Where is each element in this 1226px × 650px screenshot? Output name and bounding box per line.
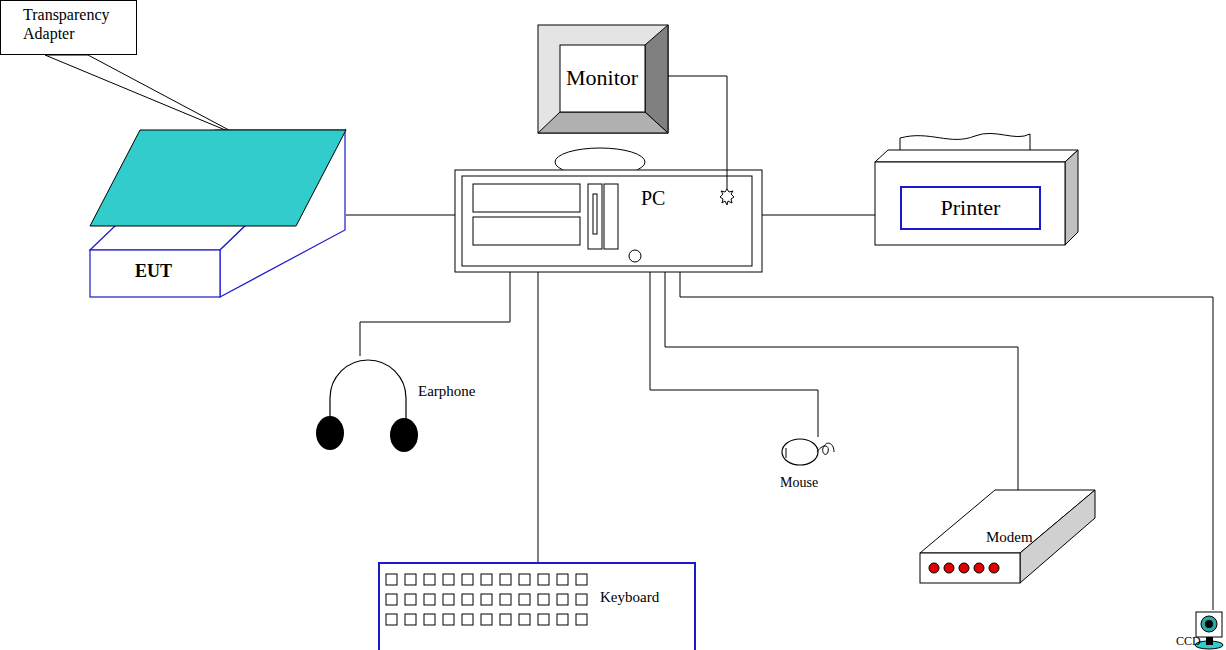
mouse-body — [782, 439, 818, 465]
power-button — [629, 250, 641, 262]
key — [405, 614, 416, 625]
pc-case — [455, 170, 762, 272]
key — [462, 574, 473, 585]
node-label: Transparency Adapter — [23, 5, 133, 43]
mouse-cord — [817, 443, 834, 454]
drive-slot — [588, 184, 602, 249]
key — [557, 614, 568, 625]
key — [424, 574, 435, 585]
modem-led — [929, 563, 939, 573]
key — [538, 574, 549, 585]
connector-line — [680, 272, 1213, 610]
key — [424, 614, 435, 625]
modem-led — [959, 563, 969, 573]
monitor-frame — [538, 25, 668, 133]
node-label: EUT — [135, 261, 172, 283]
pc-box: PC — [455, 170, 762, 272]
key — [557, 574, 568, 585]
ear-cup — [316, 416, 344, 450]
ccd-camera: CCD — [1176, 610, 1224, 650]
video-port — [720, 189, 734, 205]
node-label: Earphone — [418, 382, 475, 400]
modem-led — [944, 563, 954, 573]
node-label: Printer — [900, 186, 1041, 230]
ear-cup — [390, 418, 418, 452]
transparency-plate — [90, 130, 346, 226]
drive-slot — [604, 184, 618, 249]
pc-front — [462, 176, 752, 266]
key — [576, 574, 587, 585]
key — [481, 594, 492, 605]
key — [481, 574, 492, 585]
drive-bay — [473, 217, 580, 245]
key — [519, 574, 530, 585]
wire — [727, 170, 728, 189]
key — [500, 614, 511, 625]
drive-bay — [473, 184, 580, 212]
key — [443, 594, 454, 605]
key — [443, 574, 454, 585]
printer-side — [1065, 150, 1078, 245]
connector-line — [762, 215, 875, 216]
connector-line — [538, 272, 539, 562]
monitor: Monitor — [538, 25, 668, 133]
key — [405, 574, 416, 585]
key — [462, 594, 473, 605]
key — [538, 594, 549, 605]
connector-line — [346, 215, 455, 216]
key — [386, 574, 397, 585]
modem-front — [920, 553, 1020, 583]
key — [424, 594, 435, 605]
connector-line — [668, 76, 727, 170]
key — [500, 574, 511, 585]
callout-pointer — [45, 55, 242, 137]
modem: Modem — [920, 490, 1095, 583]
key — [405, 594, 416, 605]
printer: Printer — [875, 162, 1065, 245]
key — [538, 614, 549, 625]
drive-slot — [593, 194, 597, 234]
keyboard-keys — [386, 574, 587, 625]
key — [500, 594, 511, 605]
key — [386, 614, 397, 625]
eut-box: EUT — [90, 128, 346, 298]
key — [576, 594, 587, 605]
key — [443, 614, 454, 625]
printer-top — [875, 150, 1078, 162]
node-label: PC — [641, 186, 665, 210]
keyboard: Keyboard — [378, 562, 696, 650]
connector-line — [665, 272, 1018, 490]
printer-body — [875, 162, 1065, 245]
callout-box: Transparency Adapter — [0, 0, 137, 55]
modem-led — [974, 563, 984, 573]
key — [519, 594, 530, 605]
key — [386, 594, 397, 605]
node-label: Modem — [986, 528, 1033, 546]
camera-body — [1196, 612, 1222, 637]
eut-front-face — [90, 250, 220, 297]
node-label: Monitor — [566, 65, 638, 91]
monitor-bevel — [538, 112, 668, 133]
key — [557, 594, 568, 605]
modem-leds — [929, 563, 999, 573]
modem-led — [989, 563, 999, 573]
key — [481, 614, 492, 625]
mouse-button — [786, 448, 787, 458]
camera-lens — [1201, 616, 1217, 632]
node-label: Keyboard — [600, 588, 659, 606]
camera-lens — [1205, 620, 1213, 628]
node-label: Mouse — [780, 475, 818, 492]
earphone: Earphone — [318, 356, 493, 452]
node-label: CCD — [1176, 634, 1201, 648]
key — [576, 614, 587, 625]
monitor-screen — [560, 45, 645, 112]
key — [462, 614, 473, 625]
connector-line — [360, 272, 510, 356]
headband — [330, 360, 406, 420]
key — [519, 614, 530, 625]
mouse: Mouse — [778, 437, 830, 495]
